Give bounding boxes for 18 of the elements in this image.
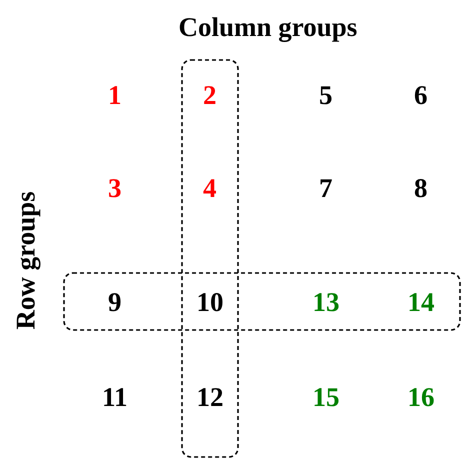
grid-number: 10 (196, 288, 224, 316)
grid-number: 13 (312, 288, 340, 316)
grid-number: 3 (108, 174, 122, 202)
grid-number: 16 (408, 384, 434, 410)
grid-number: 5 (319, 82, 332, 108)
grid-number: 9 (108, 288, 122, 316)
grid-number: 7 (319, 174, 332, 202)
grid-number: 14 (408, 288, 434, 316)
grid-number: 12 (196, 384, 224, 410)
grid-number: 8 (414, 174, 428, 202)
grid-number: 6 (414, 82, 428, 108)
grid-number: 4 (203, 174, 216, 202)
grid-number: 11 (102, 384, 128, 410)
row-heading: Row groups (12, 190, 40, 330)
grid-number: 2 (203, 82, 216, 108)
grid-number: 15 (312, 384, 340, 410)
column-heading: Column groups (178, 14, 358, 41)
grid-number: 1 (108, 82, 122, 108)
